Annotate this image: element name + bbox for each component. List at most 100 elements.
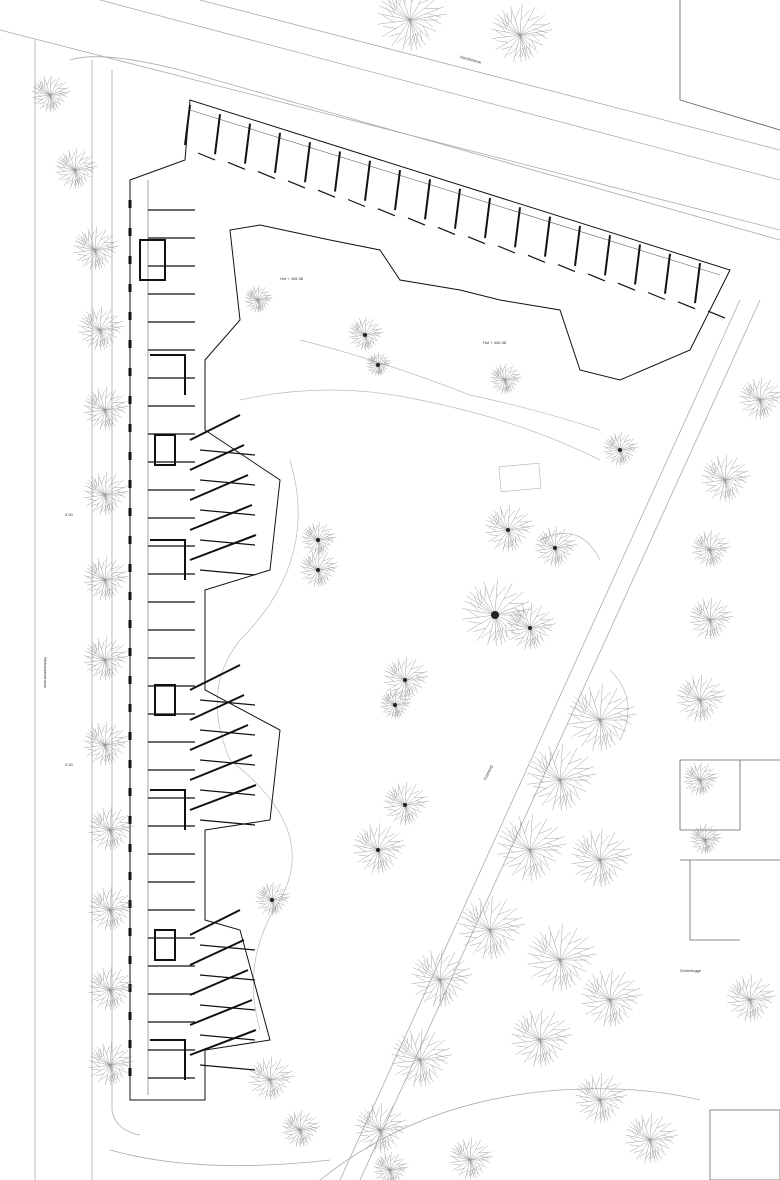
road-edge [69,56,780,241]
tree-icon [485,504,534,552]
tree-icon [32,75,71,113]
wall [150,354,186,395]
wall [634,244,641,285]
wall [694,262,701,304]
wall [189,724,249,751]
tree-icon [55,148,98,189]
wall [557,264,576,273]
wall [514,207,521,248]
tree-icon [301,522,337,556]
wall [154,929,176,961]
tree-icon [677,674,726,722]
tree-icon [83,636,129,681]
wall [677,301,696,310]
tree-icon [300,550,339,588]
wall [587,273,606,282]
tree-icon [739,377,780,420]
tree-icon [462,579,532,646]
wall [189,939,245,966]
wall [287,180,306,189]
wall [199,729,256,736]
wall [199,974,256,981]
wall [139,239,166,281]
tree-icon [507,602,556,650]
tree-icon [348,317,384,351]
wall [604,235,611,276]
tree-icon [377,0,447,51]
wall [189,1029,257,1056]
tree-icon [373,1152,409,1180]
wall [199,1004,256,1011]
wall [304,142,311,183]
wall [334,151,341,192]
label-street-west: Wehntalerstrasse [43,656,49,689]
tree-icon [603,432,639,466]
wall [199,789,256,796]
wall [544,216,551,257]
building-neighbour [679,759,780,941]
building-neighbour [679,0,780,131]
tree-icon [581,968,643,1028]
wall [199,1064,256,1071]
wall [227,161,246,170]
tree-icon [78,306,124,351]
wall [199,569,256,576]
tree-icon [491,3,553,63]
wall [394,169,401,211]
wall [197,152,216,161]
wall [150,1039,186,1080]
path-edge [339,299,741,1180]
tree-icon [88,966,134,1011]
wall [189,504,253,531]
wall [377,208,396,217]
building-neighbour [709,1109,780,1180]
tree-icon [458,896,525,960]
tree-icon [88,806,134,851]
wall [574,225,581,267]
wall [244,123,251,164]
tree-icon [380,688,412,719]
road-edge [0,29,780,231]
road-edge [99,0,780,181]
label-level-mark: 0.00 [65,762,73,767]
tree-icon [449,1137,493,1180]
wall [154,434,176,466]
wall [347,198,366,208]
tree-icon [411,948,473,1008]
path-edge [109,1149,331,1166]
label-level-mark: 0.00 [65,512,73,517]
road-edge [199,0,780,151]
wall [484,197,491,239]
tree-icon [383,656,429,701]
wall [154,684,176,716]
road-edge [111,70,141,1136]
tree-icon [83,471,129,516]
tree-icon [255,882,291,916]
wall [497,245,516,254]
wall [189,664,241,691]
wall [454,188,461,229]
wall [199,479,256,486]
wall [189,909,241,936]
tree-icon [366,352,391,376]
tree-icon [88,1041,134,1086]
tree-icon [683,762,719,796]
tree-icon [625,1113,678,1164]
tree-icon [527,744,597,811]
wall [467,236,486,245]
tree-icon [391,1028,453,1088]
wall [317,189,336,198]
tree-icon [527,924,597,991]
label-courtyard-west: Hof + 406.38 [280,276,304,281]
tree-icon [535,526,578,567]
wall [617,282,636,291]
wall [189,784,257,811]
wall [199,539,256,546]
tree-icon [727,974,776,1022]
wall [189,694,245,721]
walls [128,104,726,1080]
wall [199,1034,256,1041]
wall [189,534,257,561]
